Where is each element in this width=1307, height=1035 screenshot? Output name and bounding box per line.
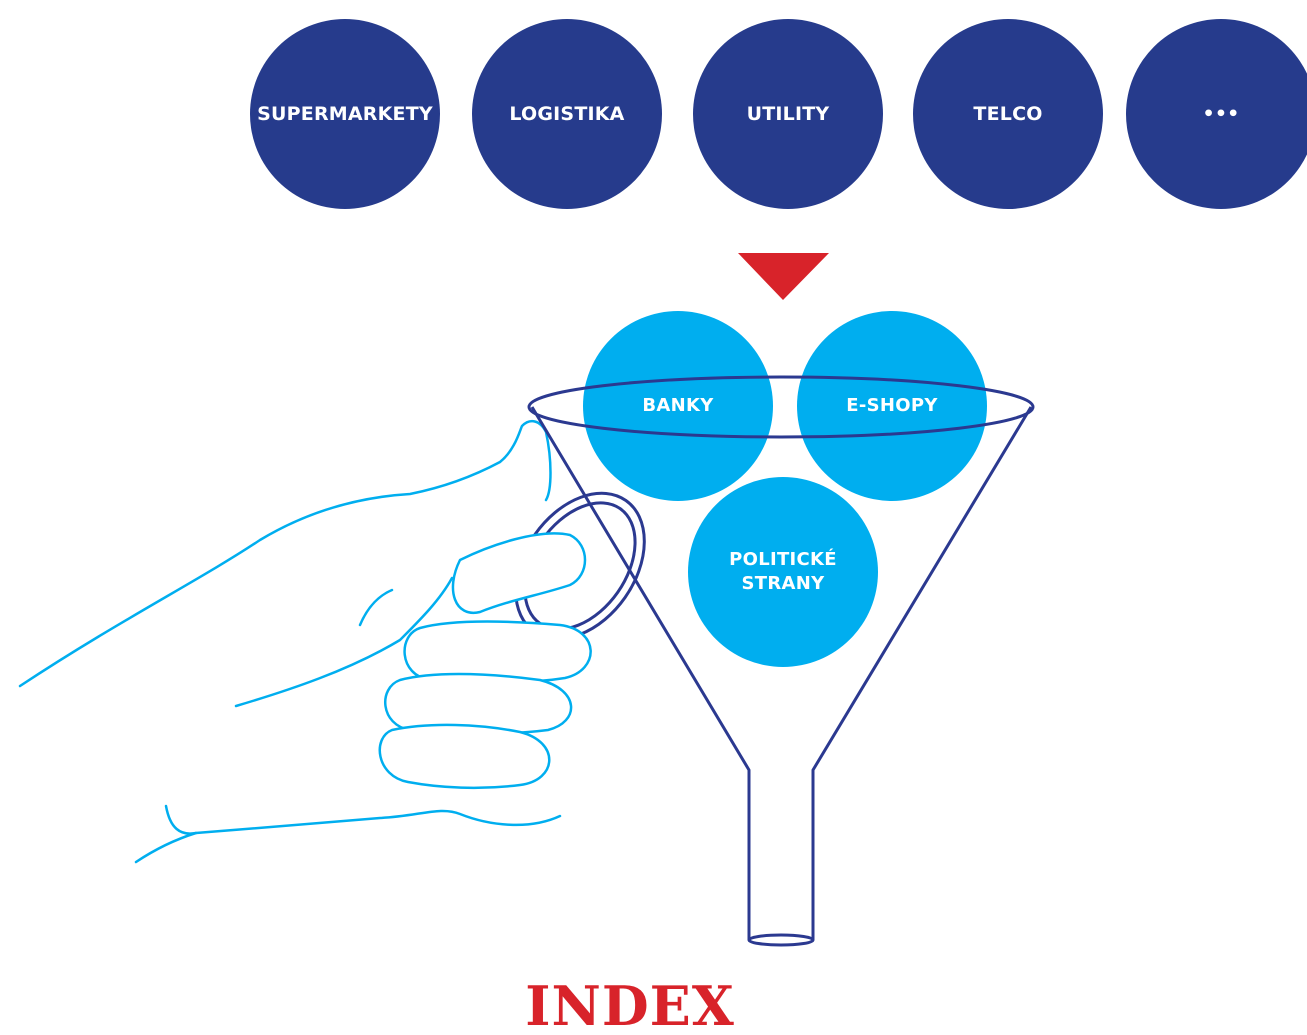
funnel-item-eshopy: E-SHOPY xyxy=(797,311,987,501)
down-triangle-icon xyxy=(738,253,829,300)
sector-circle-supermarkety: SUPERMARKETY xyxy=(250,19,440,209)
sector-label: ••• xyxy=(1202,103,1240,125)
hand-icon xyxy=(18,419,562,864)
sector-label: UTILITY xyxy=(746,103,830,125)
sector-circle-more: ••• xyxy=(1126,19,1307,209)
sector-label: TELCO xyxy=(973,103,1043,125)
funnel-item-politicke-strany: POLITICKÉ STRANY xyxy=(688,477,878,667)
funnel-item-label: BANKY xyxy=(642,395,714,416)
hand-fingers xyxy=(378,532,592,790)
output-label: INDEX xyxy=(525,974,735,1035)
sector-circle-utility: UTILITY xyxy=(693,19,883,209)
sector-label: LOGISTIKA xyxy=(509,103,625,125)
funnel-item-label: POLITICKÉ STRANY xyxy=(729,549,837,594)
sector-circle-logistika: LOGISTIKA xyxy=(472,19,662,209)
sector-label: SUPERMARKETY xyxy=(257,103,433,125)
sector-circle-telco: TELCO xyxy=(913,19,1103,209)
funnel-item-label: E-SHOPY xyxy=(846,395,938,416)
funnel-item-banky: BANKY xyxy=(583,311,773,501)
